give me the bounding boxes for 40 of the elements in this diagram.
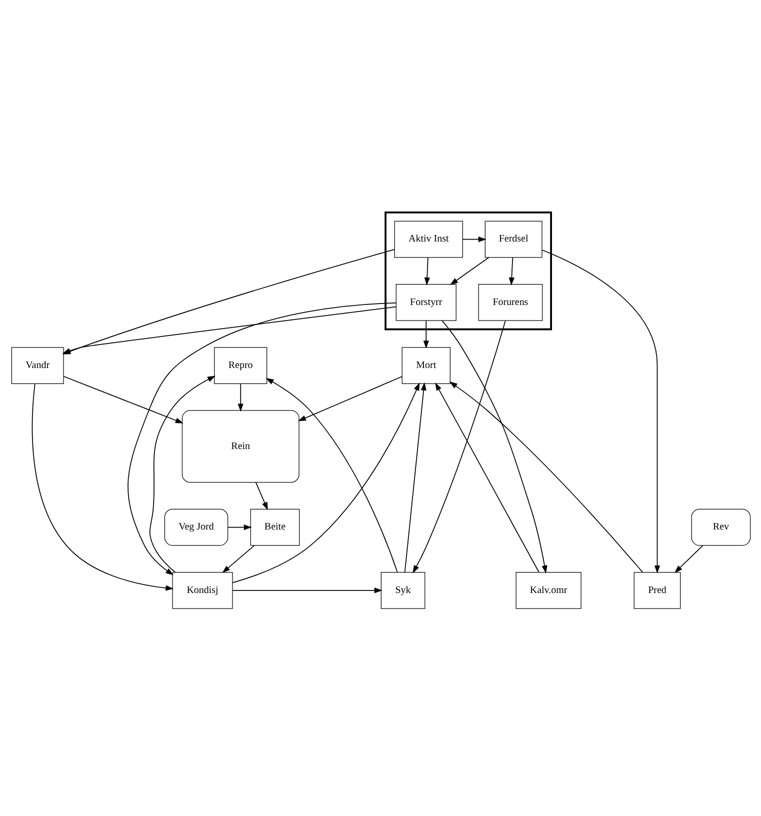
- arrow: [404, 382, 426, 572]
- arrow: [265, 378, 398, 573]
- arrow: [232, 588, 382, 594]
- arrow: [254, 482, 268, 510]
- arrow: [227, 524, 252, 530]
- arrow: [297, 376, 402, 422]
- arrow: [462, 236, 486, 242]
- node-box: Kalv.omr: [515, 572, 581, 609]
- node-box: Pred: [633, 572, 680, 609]
- arrow: [508, 257, 514, 286]
- arrow: [434, 382, 539, 572]
- node-box: Forurens: [478, 284, 542, 321]
- arrow: [237, 383, 243, 412]
- node-box: Vandr: [10, 347, 64, 384]
- arrow: [62, 376, 183, 424]
- node-box: Syk: [380, 572, 425, 609]
- node-box: Rein: [181, 410, 299, 483]
- arrow: [424, 257, 430, 286]
- arrow: [449, 257, 489, 285]
- arrow: [222, 545, 254, 574]
- arrow: [31, 383, 174, 591]
- node-box: Kondisj: [172, 572, 232, 609]
- arrow: [541, 250, 660, 574]
- arrow: [149, 376, 216, 573]
- arrow: [127, 302, 396, 576]
- node-box: Aktiv Inst: [394, 220, 462, 258]
- arrow: [412, 320, 506, 574]
- arrow: [232, 382, 420, 584]
- node-box: Beite: [250, 508, 300, 546]
- node-box: Ferdsel: [484, 220, 542, 258]
- arrow: [441, 320, 547, 574]
- cluster: [384, 212, 552, 330]
- arrow: [448, 381, 642, 573]
- arrow: [422, 320, 428, 349]
- node-box: Repro: [214, 347, 267, 384]
- node-box: Forstyrr: [395, 284, 456, 321]
- node-box: Mort: [401, 347, 450, 384]
- node-box: Veg Jord: [164, 508, 228, 546]
- node-box: Rev: [690, 508, 750, 546]
- arrow: [674, 545, 703, 574]
